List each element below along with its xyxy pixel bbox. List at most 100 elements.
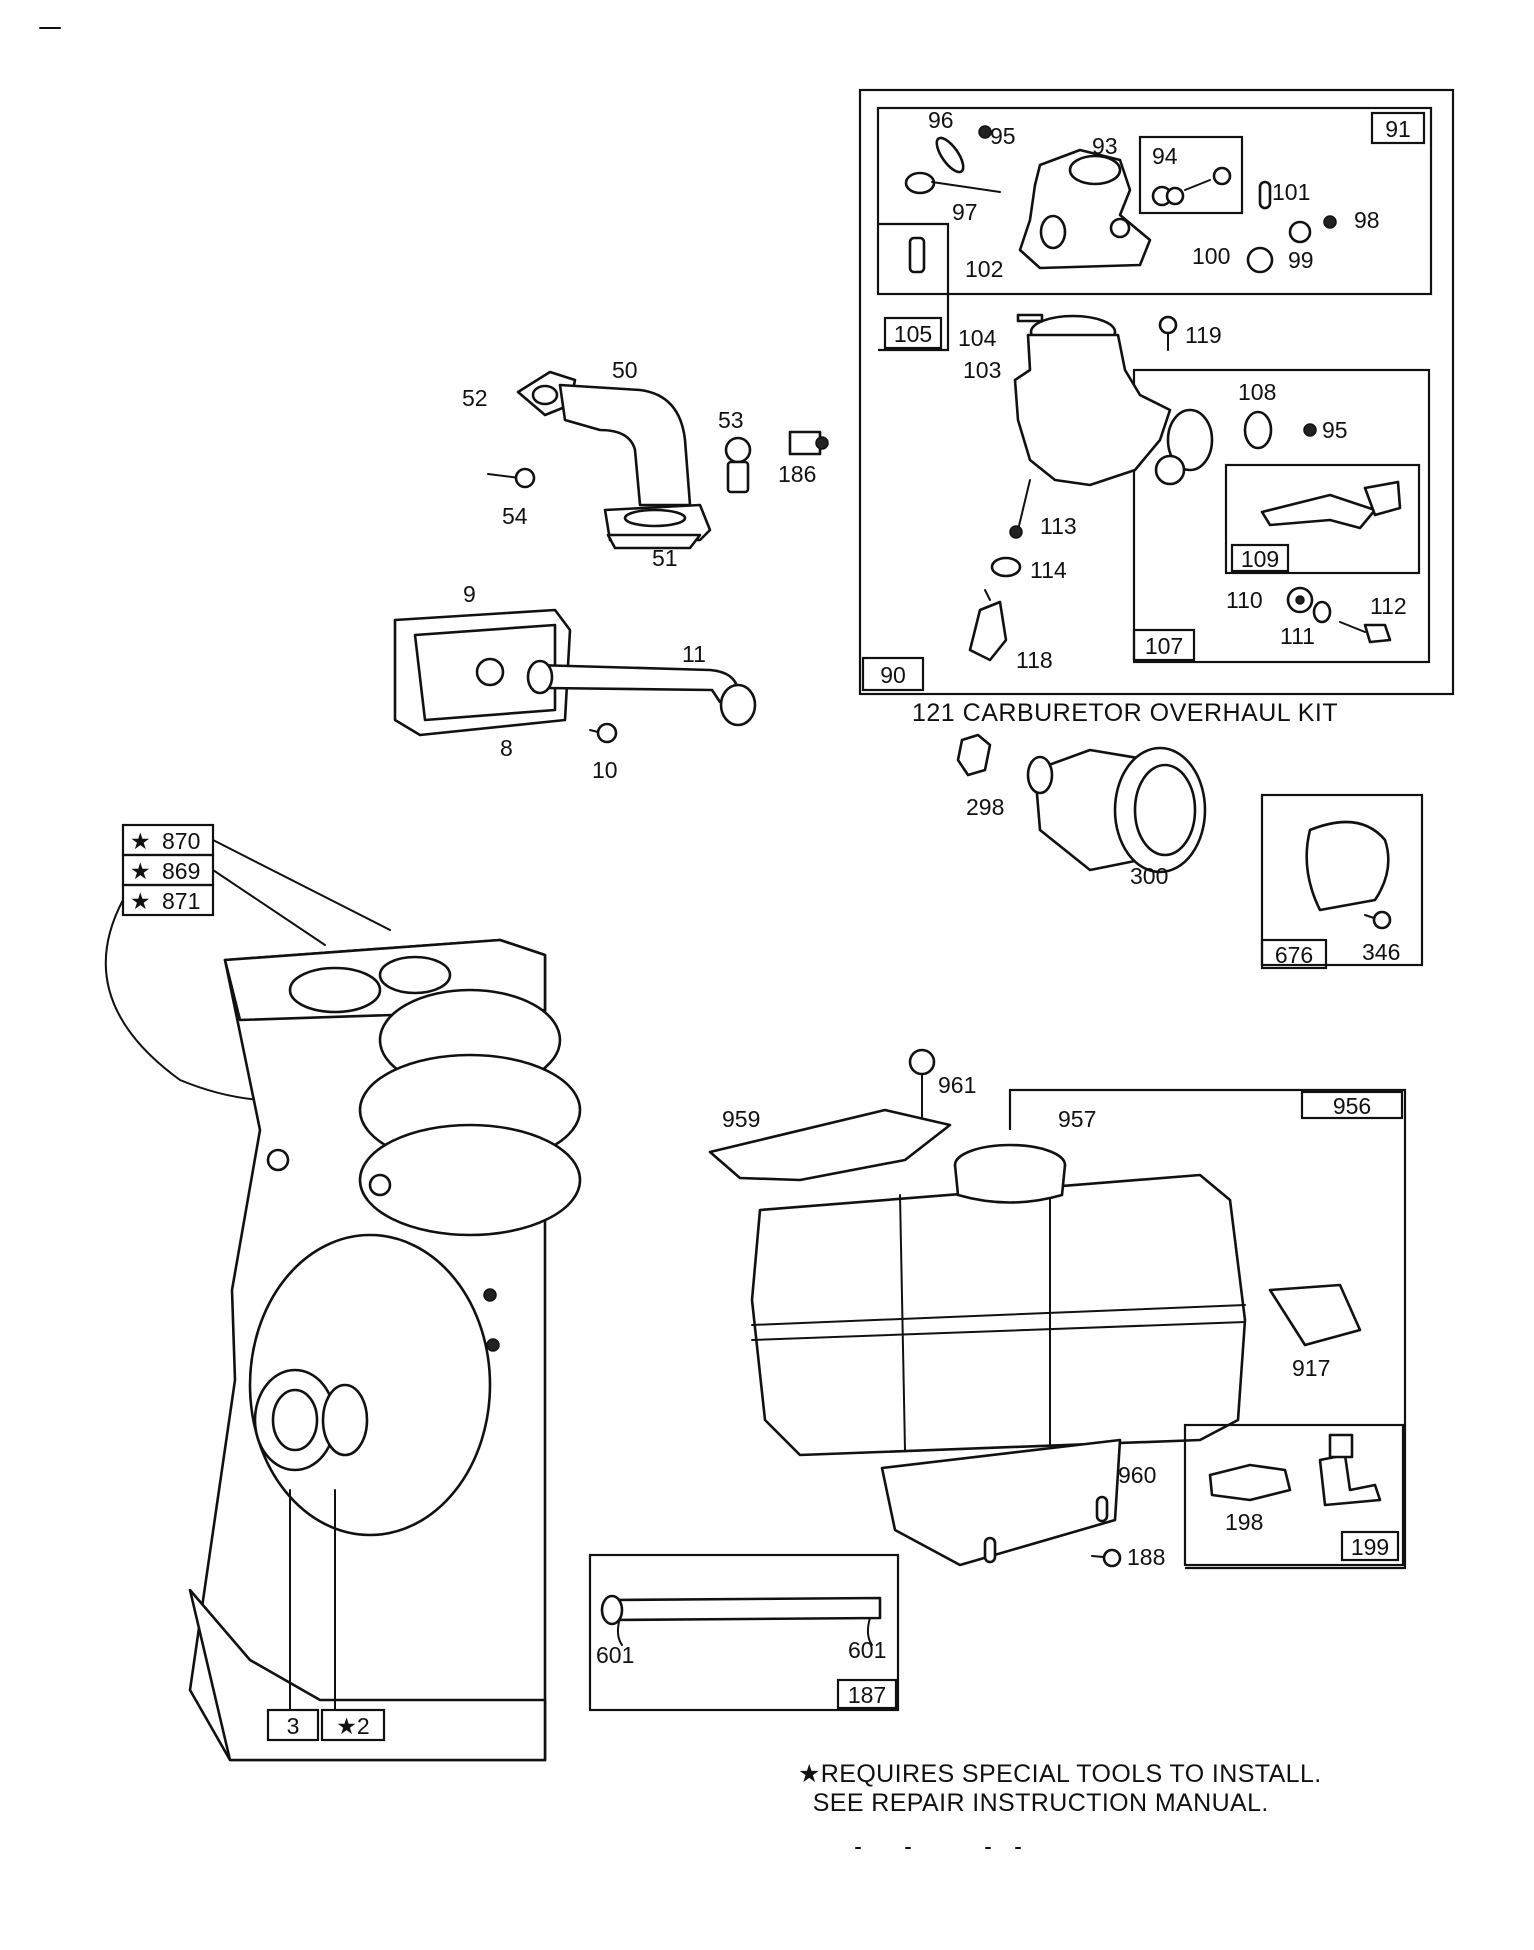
label-114: 114 bbox=[1030, 557, 1067, 583]
label-50: 50 bbox=[612, 357, 638, 383]
label-95b: 95 bbox=[1322, 417, 1348, 443]
kit-frame-107 bbox=[1132, 368, 1431, 664]
label-101: 101 bbox=[1272, 179, 1310, 205]
fitting-53 bbox=[724, 436, 752, 494]
fuel-tank-group: 956 199 961 959 957 917 960 bbox=[708, 1048, 1407, 1570]
box-107-label: 107 bbox=[1145, 633, 1183, 659]
box-90-label: 90 bbox=[880, 662, 906, 688]
screw-95 bbox=[1303, 423, 1317, 437]
box-956-label: 956 bbox=[1333, 1093, 1371, 1119]
frame-198-199 bbox=[1183, 1423, 1405, 1567]
box-105 bbox=[883, 316, 943, 350]
label-99: 99 bbox=[1288, 247, 1314, 273]
star-871: ★ bbox=[130, 888, 151, 914]
washer-114 bbox=[990, 556, 1022, 578]
pin-104 bbox=[1016, 313, 1044, 323]
label-186: 186 bbox=[778, 461, 816, 487]
float-lever-109 bbox=[1260, 480, 1402, 530]
bolt-54 bbox=[487, 467, 536, 489]
float-pin-108 bbox=[1243, 410, 1273, 450]
screw-188 bbox=[1091, 1548, 1122, 1568]
kit-frame-94 bbox=[1138, 135, 1244, 215]
box-199 bbox=[1340, 1530, 1400, 1562]
box-3-label: 3 bbox=[287, 1713, 300, 1739]
label-51: 51 bbox=[652, 545, 678, 571]
label-11: 11 bbox=[682, 641, 706, 667]
gasket-959 bbox=[708, 1108, 952, 1182]
label-110: 110 bbox=[1226, 587, 1263, 613]
label-52: 52 bbox=[462, 385, 488, 411]
box-107 bbox=[1132, 628, 1196, 662]
label-871: 871 bbox=[162, 888, 200, 914]
box-199-label: 199 bbox=[1351, 1534, 1389, 1560]
label-346: 346 bbox=[1362, 939, 1400, 965]
box-2 bbox=[320, 1708, 386, 1742]
label-104: 104 bbox=[958, 325, 997, 351]
bushing-98-99 bbox=[1246, 215, 1337, 274]
nut-298 bbox=[956, 733, 992, 777]
engine-block-group: 3 ★2 bbox=[188, 938, 582, 1762]
screw-346 bbox=[1364, 910, 1392, 930]
box-91-label: 91 bbox=[1385, 116, 1411, 142]
fuel-valve-198 bbox=[1208, 1433, 1382, 1507]
pin-101 bbox=[1258, 180, 1272, 210]
kit-frame-109 bbox=[1224, 463, 1421, 575]
label-601a: 601 bbox=[596, 1642, 634, 1668]
box-90 bbox=[861, 656, 925, 692]
carburetor-upper-body bbox=[1018, 148, 1152, 270]
label-961: 961 bbox=[938, 1072, 976, 1098]
label-9: 9 bbox=[463, 581, 476, 607]
screw-119 bbox=[1158, 315, 1178, 351]
choke-shaft-part bbox=[904, 125, 1001, 195]
box-91 bbox=[1370, 111, 1426, 145]
label-10: 10 bbox=[592, 757, 618, 783]
label-54: 54 bbox=[502, 503, 528, 529]
star-869: ★ bbox=[130, 858, 151, 884]
box-109 bbox=[1230, 543, 1290, 573]
label-95a: 95 bbox=[990, 123, 1016, 149]
label-96: 96 bbox=[928, 107, 954, 133]
box-109-label: 109 bbox=[1241, 546, 1279, 572]
seat-110-112 bbox=[1286, 586, 1392, 644]
label-870: 870 bbox=[162, 828, 200, 854]
label-957: 957 bbox=[1058, 1106, 1096, 1132]
box-105-label: 105 bbox=[894, 321, 932, 347]
label-113: 113 bbox=[1040, 513, 1077, 539]
label-53: 53 bbox=[718, 407, 744, 433]
label-111: 111 bbox=[1280, 623, 1315, 649]
label-917: 917 bbox=[1292, 1355, 1330, 1381]
kit-title: 121 CARBURETOR OVERHAUL KIT bbox=[912, 699, 1338, 727]
label-98: 98 bbox=[1354, 207, 1380, 233]
star-870: ★ bbox=[130, 828, 151, 854]
box-187 bbox=[836, 1678, 898, 1710]
shield-676-group: 676 346 bbox=[1260, 793, 1424, 970]
fitting-118 bbox=[968, 589, 1008, 662]
label-100: 100 bbox=[1192, 243, 1230, 269]
label-94: 94 bbox=[1152, 143, 1178, 169]
label-198: 198 bbox=[1225, 1509, 1263, 1535]
bracket-960 bbox=[880, 1438, 1122, 1567]
note-line-1: ★REQUIRES SPECIAL TOOLS TO INSTALL. bbox=[798, 1760, 1322, 1788]
label-108: 108 bbox=[1238, 379, 1276, 405]
label-298: 298 bbox=[966, 794, 1004, 820]
kit-frame-105 bbox=[878, 222, 950, 352]
note-line-2: SEE REPAIR INSTRUCTION MANUAL. bbox=[812, 1789, 1269, 1817]
kit-frame-90 bbox=[858, 88, 1455, 696]
air-cleaner-group: 298 300 bbox=[956, 733, 1207, 889]
label-103: 103 bbox=[963, 357, 1001, 383]
breather-group: 9 11 8 10 bbox=[393, 581, 757, 783]
elbow-fitting-186 bbox=[788, 430, 829, 456]
special-tools-note: ★REQUIRES SPECIAL TOOLS TO INSTALL. SEE … bbox=[798, 1760, 1322, 1818]
intake-elbow-group: 50 52 53 186 54 51 bbox=[462, 357, 829, 571]
box-676-label: 676 bbox=[1275, 942, 1313, 968]
clip-917 bbox=[1268, 1283, 1362, 1347]
label-97: 97 bbox=[952, 199, 978, 225]
label-959: 959 bbox=[722, 1106, 760, 1132]
box-2-label: ★2 bbox=[336, 1713, 369, 1739]
box-956 bbox=[1300, 1090, 1404, 1120]
label-869: 869 bbox=[162, 858, 200, 884]
frame-956 bbox=[1008, 1088, 1407, 1570]
label-300: 300 bbox=[1130, 863, 1168, 889]
box-676 bbox=[1260, 938, 1328, 970]
